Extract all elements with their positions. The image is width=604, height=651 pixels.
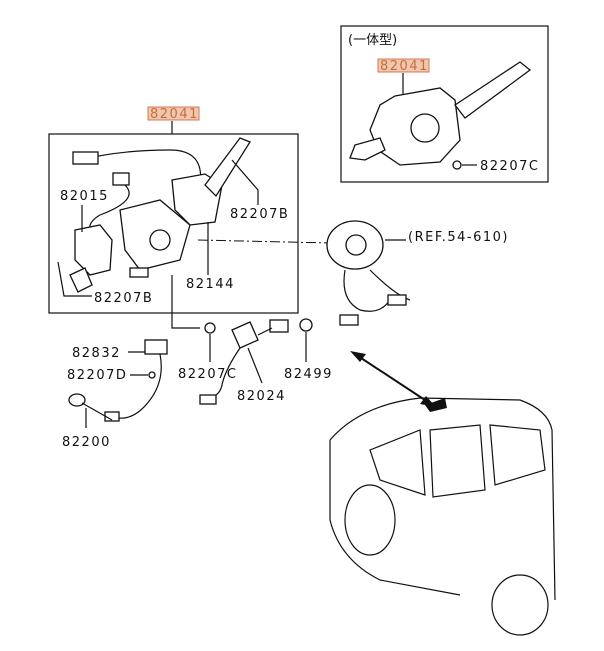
- part-label-82207D[interactable]: 82207D: [67, 368, 127, 383]
- inset-integrated-type: (一体型) 82041 82207C: [340, 25, 549, 183]
- part-label-82015[interactable]: 82015: [60, 189, 109, 204]
- vehicle-outline-drawing: [329, 397, 556, 636]
- inset-note: (一体型): [348, 33, 397, 48]
- part-label-82499[interactable]: 82499: [284, 367, 333, 382]
- part-label-82207C[interactable]: 82207C: [178, 367, 237, 382]
- part-label-82024[interactable]: 82024: [237, 389, 286, 404]
- part-label-82832[interactable]: 82832: [72, 346, 121, 361]
- highlight-box: [377, 58, 430, 73]
- part-label-82041[interactable]: 82041: [150, 107, 199, 122]
- cable-tie-drawing: [68, 393, 113, 421]
- clock-spring-drawing: [326, 220, 411, 326]
- screw-icon: [204, 322, 216, 334]
- highlight-box: [147, 106, 200, 121]
- ref-label[interactable]: (REF.54-610): [408, 230, 509, 245]
- combination-switch-inset-drawing: [349, 61, 532, 166]
- sensor-82024-drawing: [199, 319, 289, 405]
- part-label-82144[interactable]: 82144: [186, 277, 235, 292]
- clip-icon: [148, 371, 156, 379]
- nut-icon: [299, 318, 313, 332]
- assembly-frame: [48, 133, 299, 314]
- part-label-82207B-lower[interactable]: 82207B: [94, 291, 153, 306]
- screw-icon: [452, 160, 462, 170]
- combination-switch-drawing: [69, 137, 251, 293]
- part-label-82041-inset[interactable]: 82041: [380, 59, 429, 74]
- main-assembly-group: 82041 82015 82207B 82144 82207B: [48, 106, 331, 329]
- part-label-82207C-inset[interactable]: 82207C: [480, 159, 539, 174]
- inset-frame: [340, 25, 549, 183]
- part-label-82207B-upper[interactable]: 82207B: [230, 207, 289, 222]
- part-label-82200[interactable]: 82200: [62, 435, 111, 450]
